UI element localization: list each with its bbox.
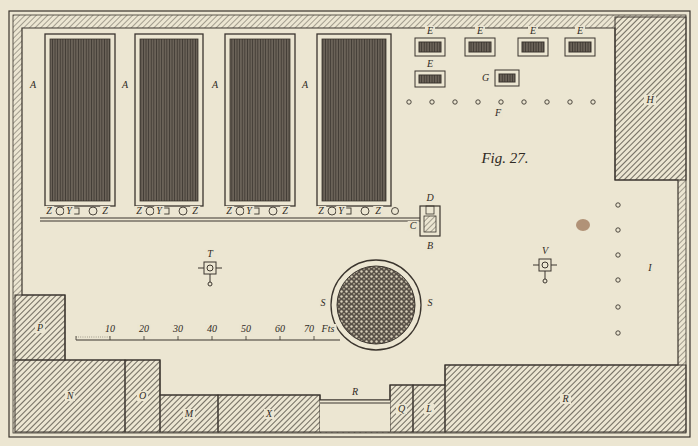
building-room: P (15, 295, 65, 360)
building-room: L (413, 385, 445, 432)
room-letter: E (425, 26, 435, 36)
plan-letter: T (205, 249, 215, 259)
tank-box: E (563, 26, 597, 58)
room-letter: E (475, 26, 485, 36)
room-letter: X (264, 409, 274, 419)
tank-box: E (413, 26, 447, 58)
room-letter: E (528, 26, 538, 36)
building-room: X (218, 395, 320, 432)
plan-letter: I (646, 263, 653, 273)
plan-letter: Z (134, 206, 144, 216)
room-letter: R (560, 394, 570, 404)
room-letter: P (35, 323, 45, 333)
plan-letter: Z (224, 206, 234, 216)
plan-letter: D (424, 193, 435, 203)
plan-letter: Y (336, 206, 346, 216)
scale-number: 40 (205, 324, 219, 334)
building-room: N (15, 360, 125, 432)
building-room: Q (390, 385, 413, 432)
plan-letter: Z (100, 206, 110, 216)
scale-number: 20 (137, 324, 151, 334)
scale-number: 70 (302, 324, 316, 334)
plan-letter: B (425, 241, 435, 251)
plan-letter: A (120, 80, 130, 90)
plan-letter: Z (280, 206, 290, 216)
building-room: R (445, 365, 686, 432)
room-letter: G (480, 73, 491, 83)
room-letter: Q (396, 404, 407, 414)
room-letter: L (424, 404, 434, 414)
plan-letter: A (28, 80, 38, 90)
scale-number: 10 (103, 324, 117, 334)
scale-number: 60 (273, 324, 287, 334)
building-room: H (615, 20, 685, 180)
plan-letter: Z (44, 206, 54, 216)
plan-letter: Y (64, 206, 74, 216)
plan-letter: R (350, 387, 360, 397)
plan-letter: Y (154, 206, 164, 216)
plan-letter: Z (190, 206, 200, 216)
scale-number: 50 (239, 324, 253, 334)
plan-letter: V (540, 246, 550, 256)
plan-letter: Z (316, 206, 326, 216)
room-letter: O (137, 391, 148, 401)
plan-letter: A (210, 80, 220, 90)
room-letter: H (644, 95, 655, 105)
plan-letter: F (493, 108, 503, 118)
building-room: O (125, 360, 160, 432)
plan-letter: Y (244, 206, 254, 216)
scale-number: 30 (171, 324, 185, 334)
figure-title: Fig. 27. (479, 151, 530, 166)
tank-box: E (516, 26, 550, 58)
room-letter: M (183, 409, 195, 419)
room-letter: N (65, 391, 76, 401)
tank-box: G (480, 68, 522, 88)
building-room: M (160, 395, 218, 432)
plan-letter: C (408, 221, 419, 231)
plan-letter: A (300, 80, 310, 90)
plan-letter: S (319, 298, 328, 308)
plan-letter: Z (373, 206, 383, 216)
tank-box: E (413, 59, 447, 89)
tank-box: E (463, 26, 497, 58)
plan-letter: Fts (320, 324, 337, 334)
plan-letter: S (426, 298, 435, 308)
room-letter: E (425, 59, 435, 69)
room-letter: E (575, 26, 585, 36)
